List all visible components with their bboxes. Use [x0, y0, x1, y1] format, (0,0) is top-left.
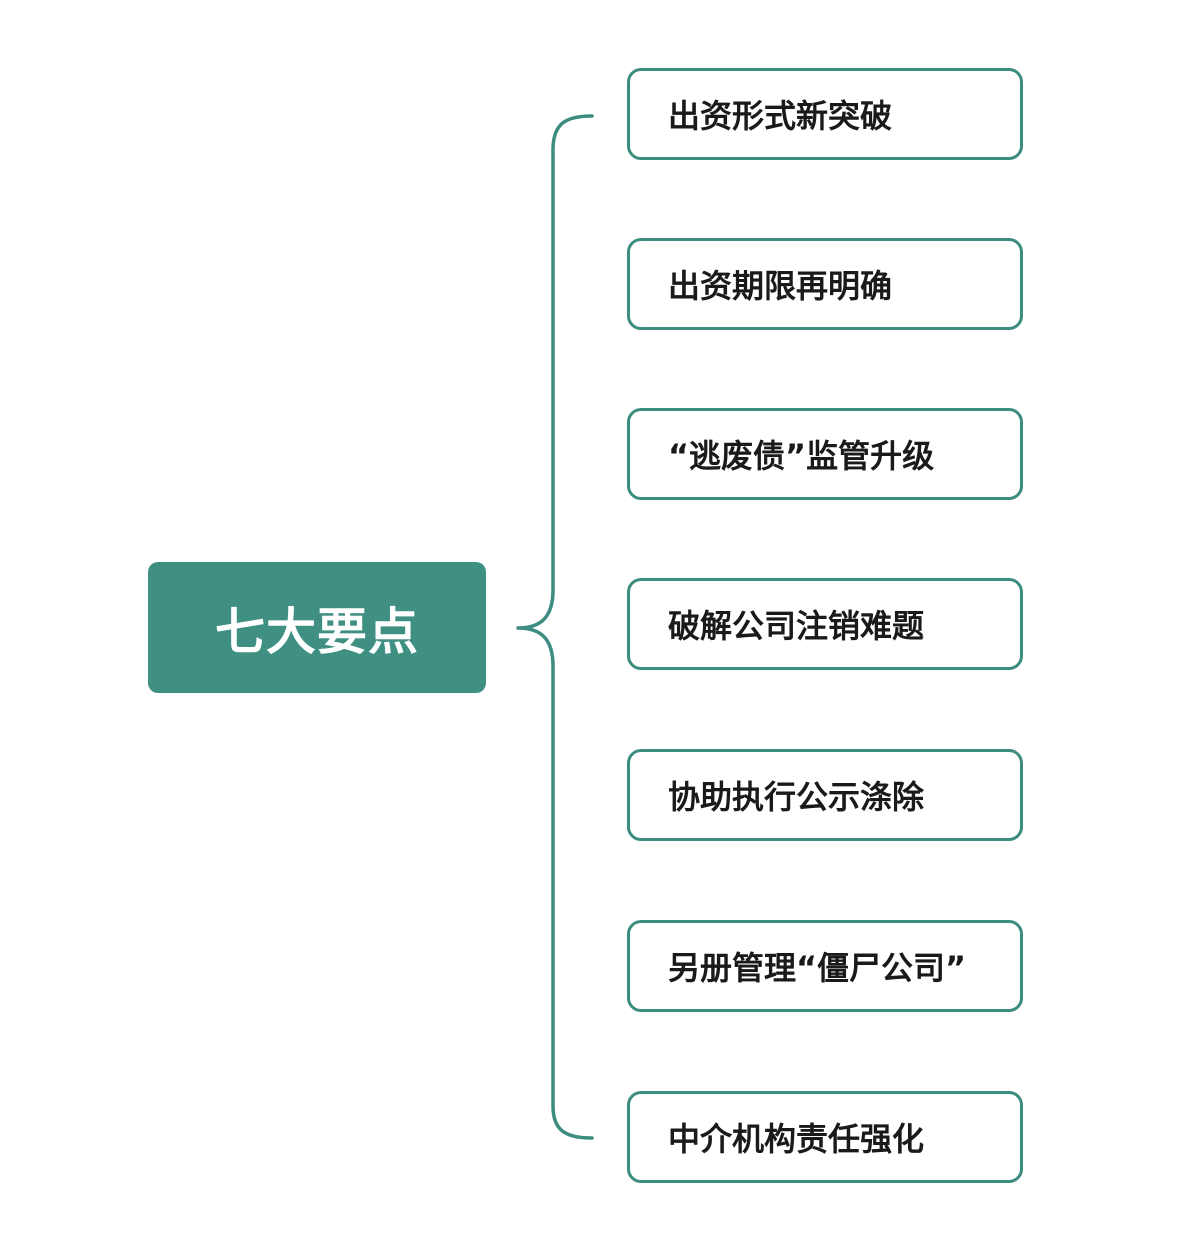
branch-label: 破解公司注销难题	[668, 607, 925, 645]
branch-node-7: 中介机构责任强化	[627, 1091, 1023, 1183]
branch-label: 出资形式新突破	[668, 97, 893, 135]
branch-label: 协助执行公示涤除	[668, 778, 925, 816]
branch-node-4: 破解公司注销难题	[627, 578, 1023, 670]
branch-label: 出资期限再明确	[668, 267, 893, 305]
branch-label: 中介机构责任强化	[668, 1120, 925, 1158]
branch-node-2: 出资期限再明确	[627, 238, 1023, 330]
root-node: 七大要点	[148, 562, 486, 693]
branch-label: “逃废债”监管升级	[668, 437, 935, 475]
branch-node-5: 协助执行公示涤除	[627, 749, 1023, 841]
brace-line	[516, 114, 594, 1140]
branch-node-6: 另册管理“僵尸公司”	[627, 920, 1023, 1012]
branch-node-1: 出资形式新突破	[627, 68, 1023, 160]
root-label: 七大要点	[215, 602, 419, 661]
branch-node-3: “逃废债”监管升级	[627, 408, 1023, 500]
branch-label: 另册管理“僵尸公司”	[668, 949, 967, 987]
